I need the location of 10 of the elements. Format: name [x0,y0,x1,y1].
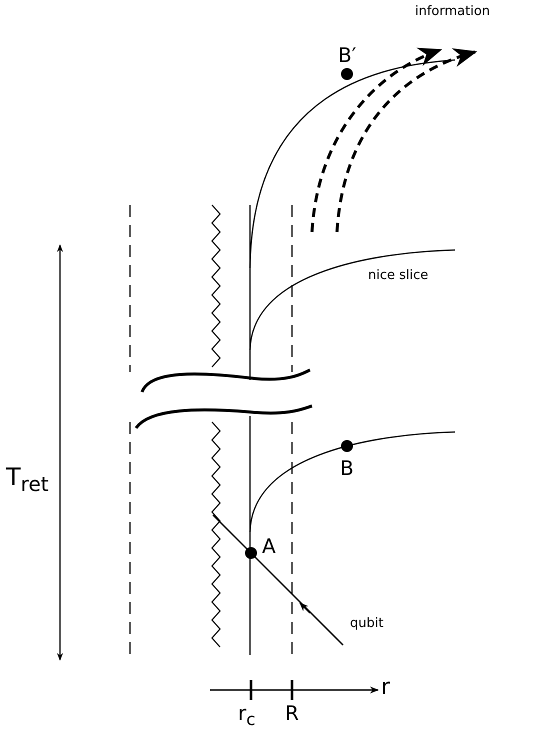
tick-label: R [285,703,299,723]
tick-label: r$_{c}$ [238,703,256,729]
arrow-label: qubit [350,617,384,630]
point-label: B′ [338,45,356,65]
axis-label: T$_{ret}$ [6,465,49,494]
arrow-label: information [415,5,490,18]
point-label: B [340,458,354,478]
point-label: A [262,536,276,556]
axis-label: r [381,677,390,699]
slice-label: nice slice [368,269,428,282]
